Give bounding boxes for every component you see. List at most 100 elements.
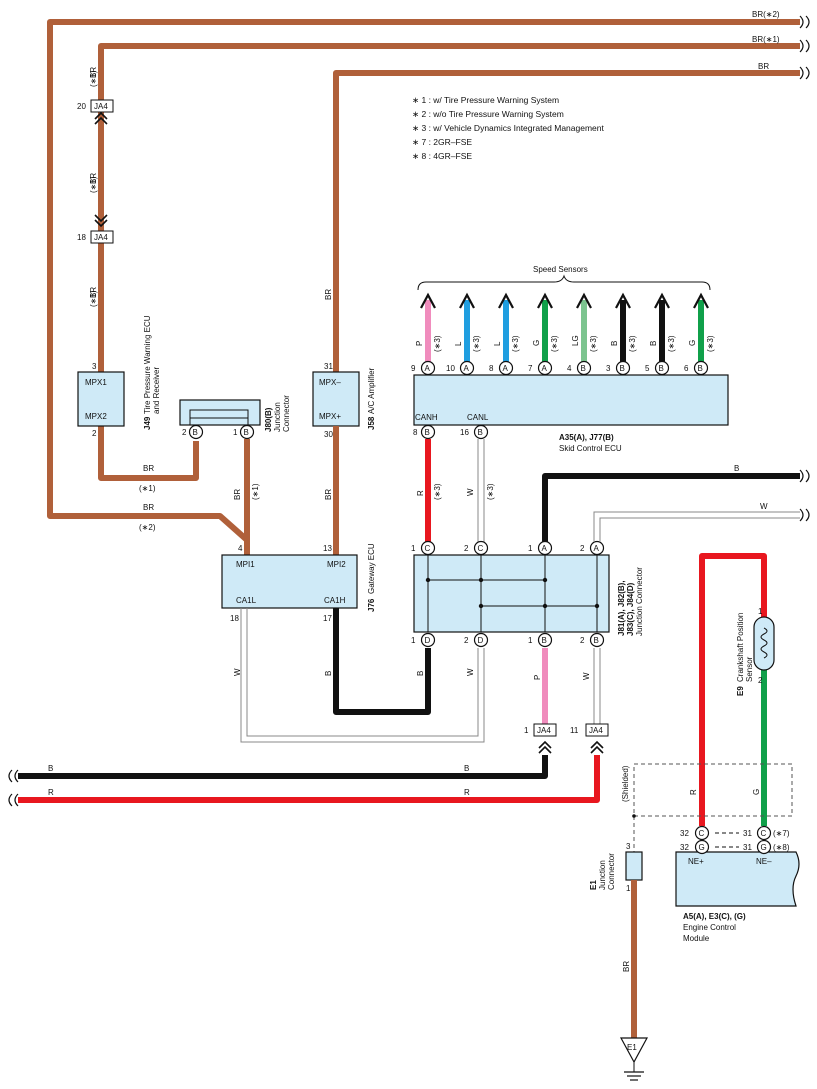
svg-text:11: 11 <box>570 726 579 735</box>
sensor-pin-frminus: A7FR–G(∗3) <box>528 292 559 388</box>
svg-text:3: 3 <box>626 842 631 851</box>
ja4-top-wire-labels: BR (∗1) BR (∗1) BR (∗1) <box>89 67 98 307</box>
j58-name: A/C Amplifier <box>367 367 376 414</box>
note-1: ∗ 1 : w/ Tire Pressure Warning System <box>412 95 559 105</box>
j80-name2: Connector <box>282 395 291 432</box>
ecm-id: A5(A), E3(C), (G) <box>683 912 746 921</box>
j58-id: J58 <box>367 416 376 430</box>
wire-color-label: P <box>415 341 424 346</box>
jc-top-pin: C1 <box>411 540 436 556</box>
wire-e9-red <box>699 553 767 826</box>
wire-w-right-top <box>593 511 800 542</box>
wire-option-label: (∗3) <box>628 335 637 352</box>
wire-color-label: LG <box>571 335 580 346</box>
sensor-pin-flplus: A9FL+P(∗3) <box>411 292 442 388</box>
svg-text:B: B <box>425 428 430 437</box>
sensor-pin-rlminus: B3RL–B(∗3) <box>606 292 637 388</box>
jc-id2: J83(C), J84(D) <box>626 582 635 636</box>
label-br1: BR(∗1) <box>752 35 780 44</box>
j58-mpxp: MPX+ <box>319 412 341 421</box>
svg-text:4: 4 <box>238 544 243 553</box>
sensor-pin-rrplus: B5RR+B(∗3) <box>645 292 676 388</box>
j49-pin2: 2 <box>92 429 97 438</box>
svg-text:W: W <box>466 668 475 676</box>
svg-text:1: 1 <box>626 884 631 893</box>
wire-option-label: (∗3) <box>667 335 676 352</box>
wire-br1 <box>98 43 800 481</box>
ground-symbol: E1 <box>619 1037 649 1081</box>
svg-text:B: B <box>193 428 198 437</box>
e1-id: E1 <box>589 880 598 890</box>
sensor-arrow <box>459 292 475 309</box>
svg-text:B: B <box>48 764 53 773</box>
wire-w-bottom <box>593 648 601 724</box>
sensor-arrow <box>537 292 553 309</box>
pin-number: 4 <box>567 364 572 373</box>
sensor-arrow <box>693 292 709 309</box>
gateway-id: J76 <box>367 598 376 612</box>
pin-number: 2 <box>464 544 469 553</box>
jc-bottom-pin: D1 <box>411 632 436 648</box>
svg-text:JA4: JA4 <box>537 726 551 735</box>
svg-text:B: B <box>324 671 333 676</box>
jc-bottom-pin: D2 <box>464 632 489 648</box>
sensor-arrow <box>576 292 592 309</box>
sensor-pin-rlplus: B4RL+LG(∗3) <box>567 292 598 388</box>
wire-canl-white <box>477 439 485 542</box>
j58-mpxm: MPX– <box>319 378 341 387</box>
wl-br2-br: BR <box>143 503 154 512</box>
e9-crankshaft-sensor: 1 2 E9 Crankshaft Position Sensor <box>736 607 775 696</box>
wl-br2-star2: (∗2) <box>139 523 156 532</box>
pin-conn: A <box>503 364 509 373</box>
pin-number: 6 <box>684 364 689 373</box>
gateway-mpi2: MPI2 <box>327 560 346 569</box>
j49-tire-pressure-ecu: MPX1 MPX2 3 2 J49 Tire Pressure Warning … <box>77 315 161 438</box>
svg-text:BR: BR <box>622 961 631 972</box>
j80-id: J80(B) <box>264 407 273 432</box>
sensor-pin-rrminus: B6RR–G(∗3) <box>684 292 715 388</box>
wire-breaks-left <box>8 769 19 807</box>
wl-j49-br: BR <box>143 464 154 473</box>
svg-text:(∗8): (∗8) <box>773 843 790 852</box>
pin-conn: A <box>464 364 470 373</box>
j58-pin30: 30 <box>324 430 333 439</box>
svg-text:BR: BR <box>89 287 98 298</box>
sensor-arrow <box>498 292 514 309</box>
wire-option-label: (∗3) <box>472 335 481 352</box>
wire-option-label: (∗3) <box>433 335 442 352</box>
skid-name: Skid Control ECU <box>559 444 622 453</box>
pin-conn: C <box>478 544 484 553</box>
ecm-name: Engine Control <box>683 923 736 932</box>
jc-bottom-pin: B1 <box>528 632 553 648</box>
pin-circle <box>473 632 489 648</box>
svg-text:(∗1): (∗1) <box>89 290 98 307</box>
svg-text:(∗7): (∗7) <box>773 829 790 838</box>
notes: ∗ 1 : w/ Tire Pressure Warning System ∗ … <box>412 95 604 161</box>
svg-text:(∗1): (∗1) <box>89 70 98 87</box>
pin-circle <box>537 632 553 648</box>
svg-text:B: B <box>416 671 425 676</box>
svg-text:31: 31 <box>743 829 752 838</box>
pin-conn: A <box>425 364 431 373</box>
top-brown-wires <box>47 19 800 543</box>
svg-text:B: B <box>478 428 483 437</box>
label-br2: BR(∗2) <box>752 10 780 19</box>
wire-option-label: (∗3) <box>589 335 598 352</box>
wire-r-left-bottom <box>18 755 600 803</box>
j49-name2: and Receiver <box>152 367 161 414</box>
pin-number: 2 <box>580 636 585 645</box>
wire-breaks-right <box>799 15 810 80</box>
sensor-arrow <box>420 292 436 309</box>
wire-color-label: G <box>532 340 541 346</box>
pin-circle <box>473 540 489 556</box>
jc-top-pin: C2 <box>464 540 489 556</box>
j80-pin1: 1 <box>233 428 238 437</box>
svg-text:(∗3): (∗3) <box>433 483 442 500</box>
svg-text:W: W <box>466 488 475 496</box>
pin-number: 2 <box>580 544 585 553</box>
ecm-name2: Module <box>683 934 710 943</box>
jc-bottom-pin: B2 <box>580 632 605 648</box>
pin-number: 10 <box>446 364 455 373</box>
e1-name: Junction <box>598 860 607 890</box>
ja4-top-connectors: JA4 20 JA4 18 <box>77 99 114 244</box>
